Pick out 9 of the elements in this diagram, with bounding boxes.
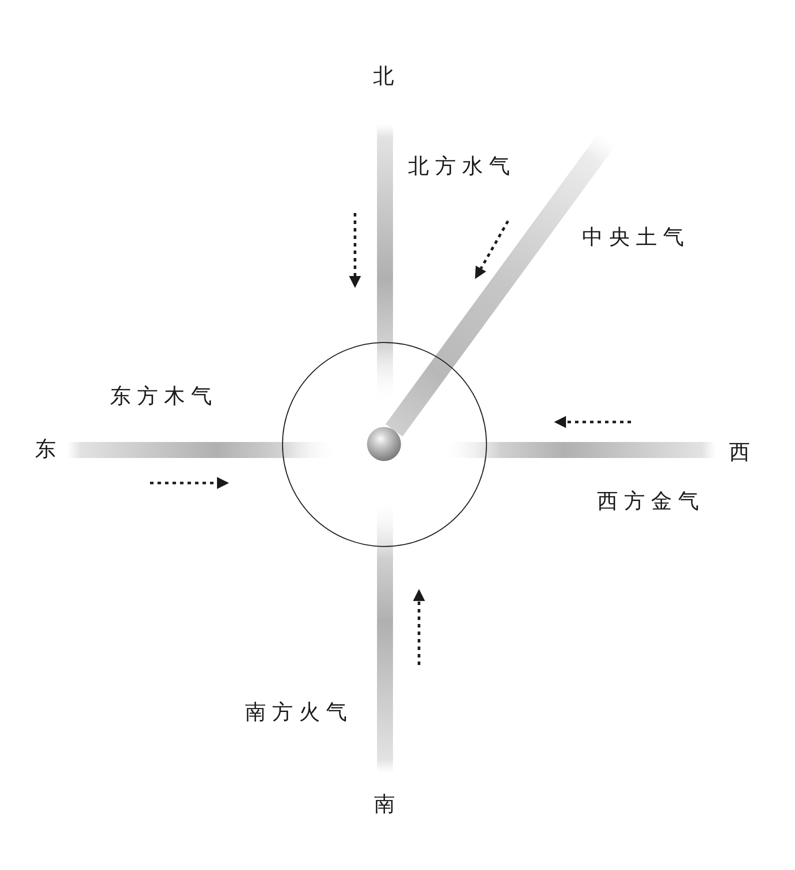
compass-label: 西 bbox=[729, 440, 750, 465]
qi-label: 北方水气 bbox=[408, 154, 516, 179]
compass-label: 北 bbox=[373, 64, 394, 89]
qi-label: 中央土气 bbox=[582, 225, 690, 250]
qi-label: 南方火气 bbox=[245, 700, 353, 725]
compass-label: 南 bbox=[374, 792, 395, 817]
compass-label: 东 bbox=[35, 437, 56, 462]
qi-label: 东方木气 bbox=[110, 384, 218, 409]
qi-label: 西方金气 bbox=[597, 489, 705, 514]
